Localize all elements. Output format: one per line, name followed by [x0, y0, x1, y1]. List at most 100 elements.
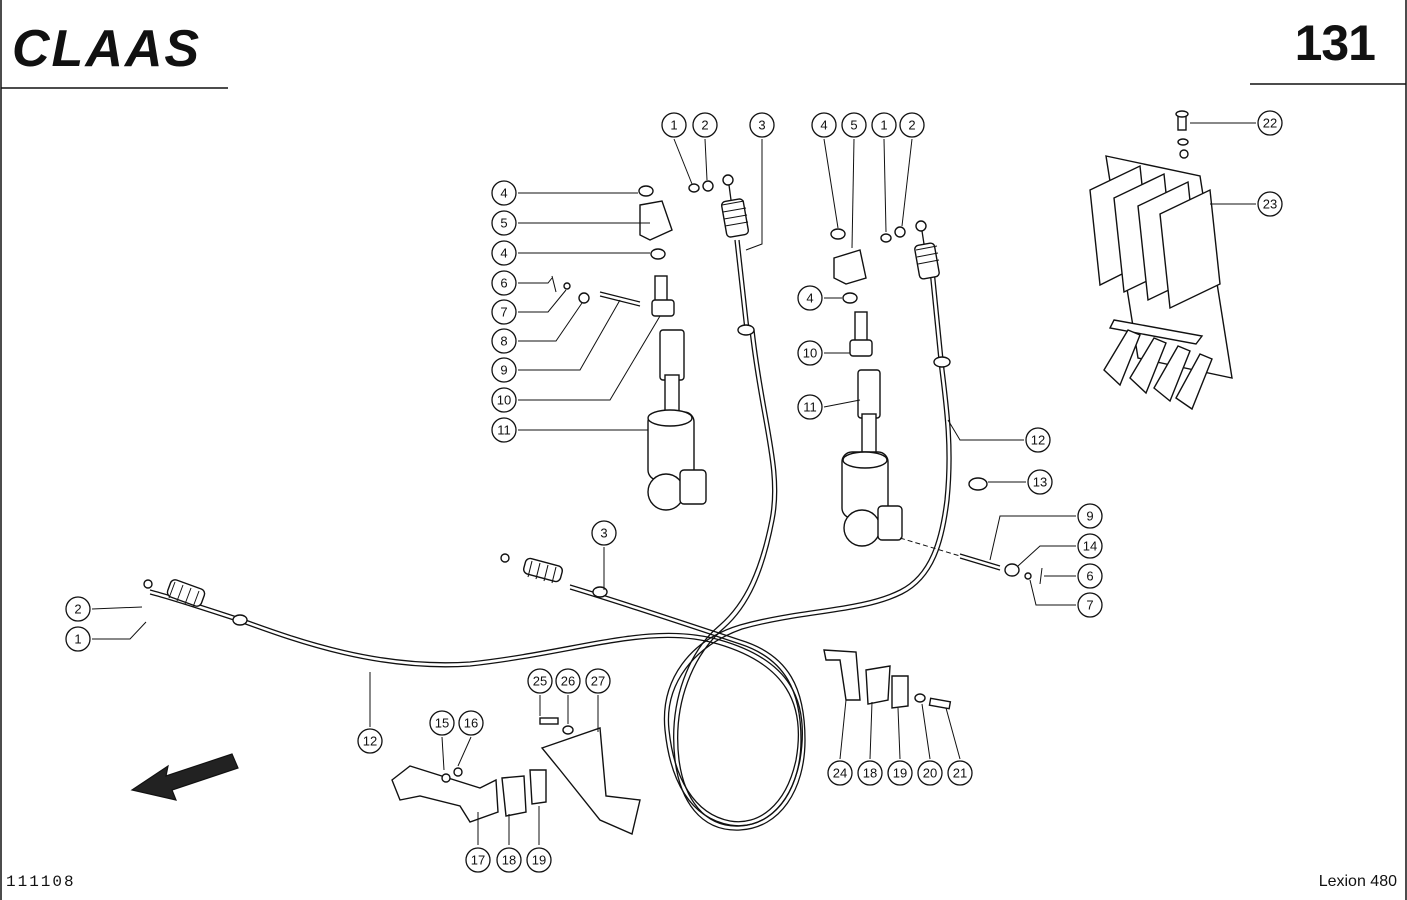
svg-text:18: 18 [502, 853, 516, 868]
svg-text:9: 9 [500, 363, 507, 378]
guard-assembly [1089, 110, 1233, 411]
callout: 4 [811, 112, 837, 138]
callout: 7 [1077, 592, 1103, 618]
callout: 20 [917, 760, 943, 786]
callout: 24 [827, 760, 853, 786]
svg-text:7: 7 [500, 305, 507, 320]
svg-text:19: 19 [893, 766, 907, 781]
svg-text:11: 11 [497, 423, 511, 438]
callout: 1 [661, 112, 687, 138]
svg-text:12: 12 [1031, 433, 1045, 448]
callout: 10 [491, 387, 517, 413]
callout: 1 [65, 626, 91, 652]
callout: 12 [357, 728, 383, 754]
svg-text:19: 19 [532, 853, 546, 868]
svg-text:4: 4 [806, 291, 813, 306]
cable-assemblies [149, 239, 952, 831]
callout: 19 [887, 760, 913, 786]
svg-text:8: 8 [500, 334, 507, 349]
callout: 3 [591, 520, 617, 546]
callout: 11 [797, 394, 823, 420]
callout: 9 [1077, 503, 1103, 529]
callout: 15 [429, 710, 455, 736]
callout: 4 [797, 285, 823, 311]
claas-logo: CLAAS [12, 20, 201, 74]
callout: 2 [692, 112, 718, 138]
callout: 4 [491, 180, 517, 206]
svg-text:9: 9 [1086, 509, 1093, 524]
callout: 9 [491, 357, 517, 383]
callout: 6 [491, 270, 517, 296]
callout: 16 [458, 710, 484, 736]
model-name: Lexion 480 [1318, 873, 1397, 890]
svg-text:17: 17 [471, 853, 485, 868]
lower-brackets [130, 649, 952, 835]
svg-text:13: 13 [1033, 475, 1047, 490]
right-actuator [830, 226, 1043, 585]
callout: 19 [526, 847, 552, 873]
callout: 26 [555, 668, 581, 694]
svg-text:5: 5 [850, 118, 857, 133]
svg-text:1: 1 [670, 118, 677, 133]
direction-arrow [130, 753, 239, 801]
svg-text:25: 25 [533, 674, 547, 689]
callout: 12 [1025, 427, 1051, 453]
svg-text:24: 24 [833, 766, 847, 781]
callout: 14 [1077, 533, 1103, 559]
svg-text:3: 3 [758, 118, 765, 133]
svg-text:2: 2 [908, 118, 915, 133]
callout: 8 [491, 328, 517, 354]
callout: 21 [947, 760, 973, 786]
callout: 22 [1257, 110, 1283, 136]
callout: 6 [1077, 563, 1103, 589]
callout: 4 [491, 240, 517, 266]
callout: 27 [585, 668, 611, 694]
leader-lines [91, 122, 1256, 845]
svg-text:10: 10 [803, 346, 817, 361]
svg-text:18: 18 [863, 766, 877, 781]
svg-text:16: 16 [464, 716, 478, 731]
callout: 13 [1027, 469, 1053, 495]
callout: 17 [465, 847, 491, 873]
svg-text:4: 4 [500, 246, 507, 261]
callout: 5 [841, 112, 867, 138]
svg-text:12: 12 [363, 734, 377, 749]
svg-text:4: 4 [500, 186, 507, 201]
callout: 18 [496, 847, 522, 873]
callout: 3 [749, 112, 775, 138]
svg-text:4: 4 [820, 118, 827, 133]
callout: 11 [491, 417, 517, 443]
svg-text:22: 22 [1263, 116, 1277, 131]
svg-text:21: 21 [953, 766, 967, 781]
svg-text:6: 6 [500, 276, 507, 291]
svg-text:2: 2 [701, 118, 708, 133]
svg-text:7: 7 [1086, 598, 1093, 613]
callout: 23 [1257, 191, 1283, 217]
svg-text:3: 3 [600, 526, 607, 541]
svg-text:23: 23 [1263, 197, 1277, 212]
svg-text:5: 5 [500, 216, 507, 231]
left-actuator [551, 180, 714, 511]
logo-text: CLAAS [12, 20, 201, 74]
svg-text:27: 27 [591, 674, 605, 689]
cable-ends [143, 174, 951, 626]
svg-text:1: 1 [74, 632, 81, 647]
callout: 1 [871, 112, 897, 138]
callout: 18 [857, 760, 883, 786]
callout: 25 [527, 668, 553, 694]
callouts: 1 2 3 4 5 4 6 7 8 9 10 11 4 5 1 2 4 10 1… [65, 110, 1283, 873]
callout: 2 [65, 596, 91, 622]
svg-text:20: 20 [923, 766, 937, 781]
page-number: 131 [1294, 15, 1376, 71]
svg-text:10: 10 [497, 393, 511, 408]
document-code: 111108 [6, 873, 76, 891]
callout: 7 [491, 299, 517, 325]
svg-text:11: 11 [803, 400, 817, 415]
callout: 2 [899, 112, 925, 138]
callout: 10 [797, 340, 823, 366]
svg-text:6: 6 [1086, 569, 1093, 584]
svg-text:2: 2 [74, 602, 81, 617]
